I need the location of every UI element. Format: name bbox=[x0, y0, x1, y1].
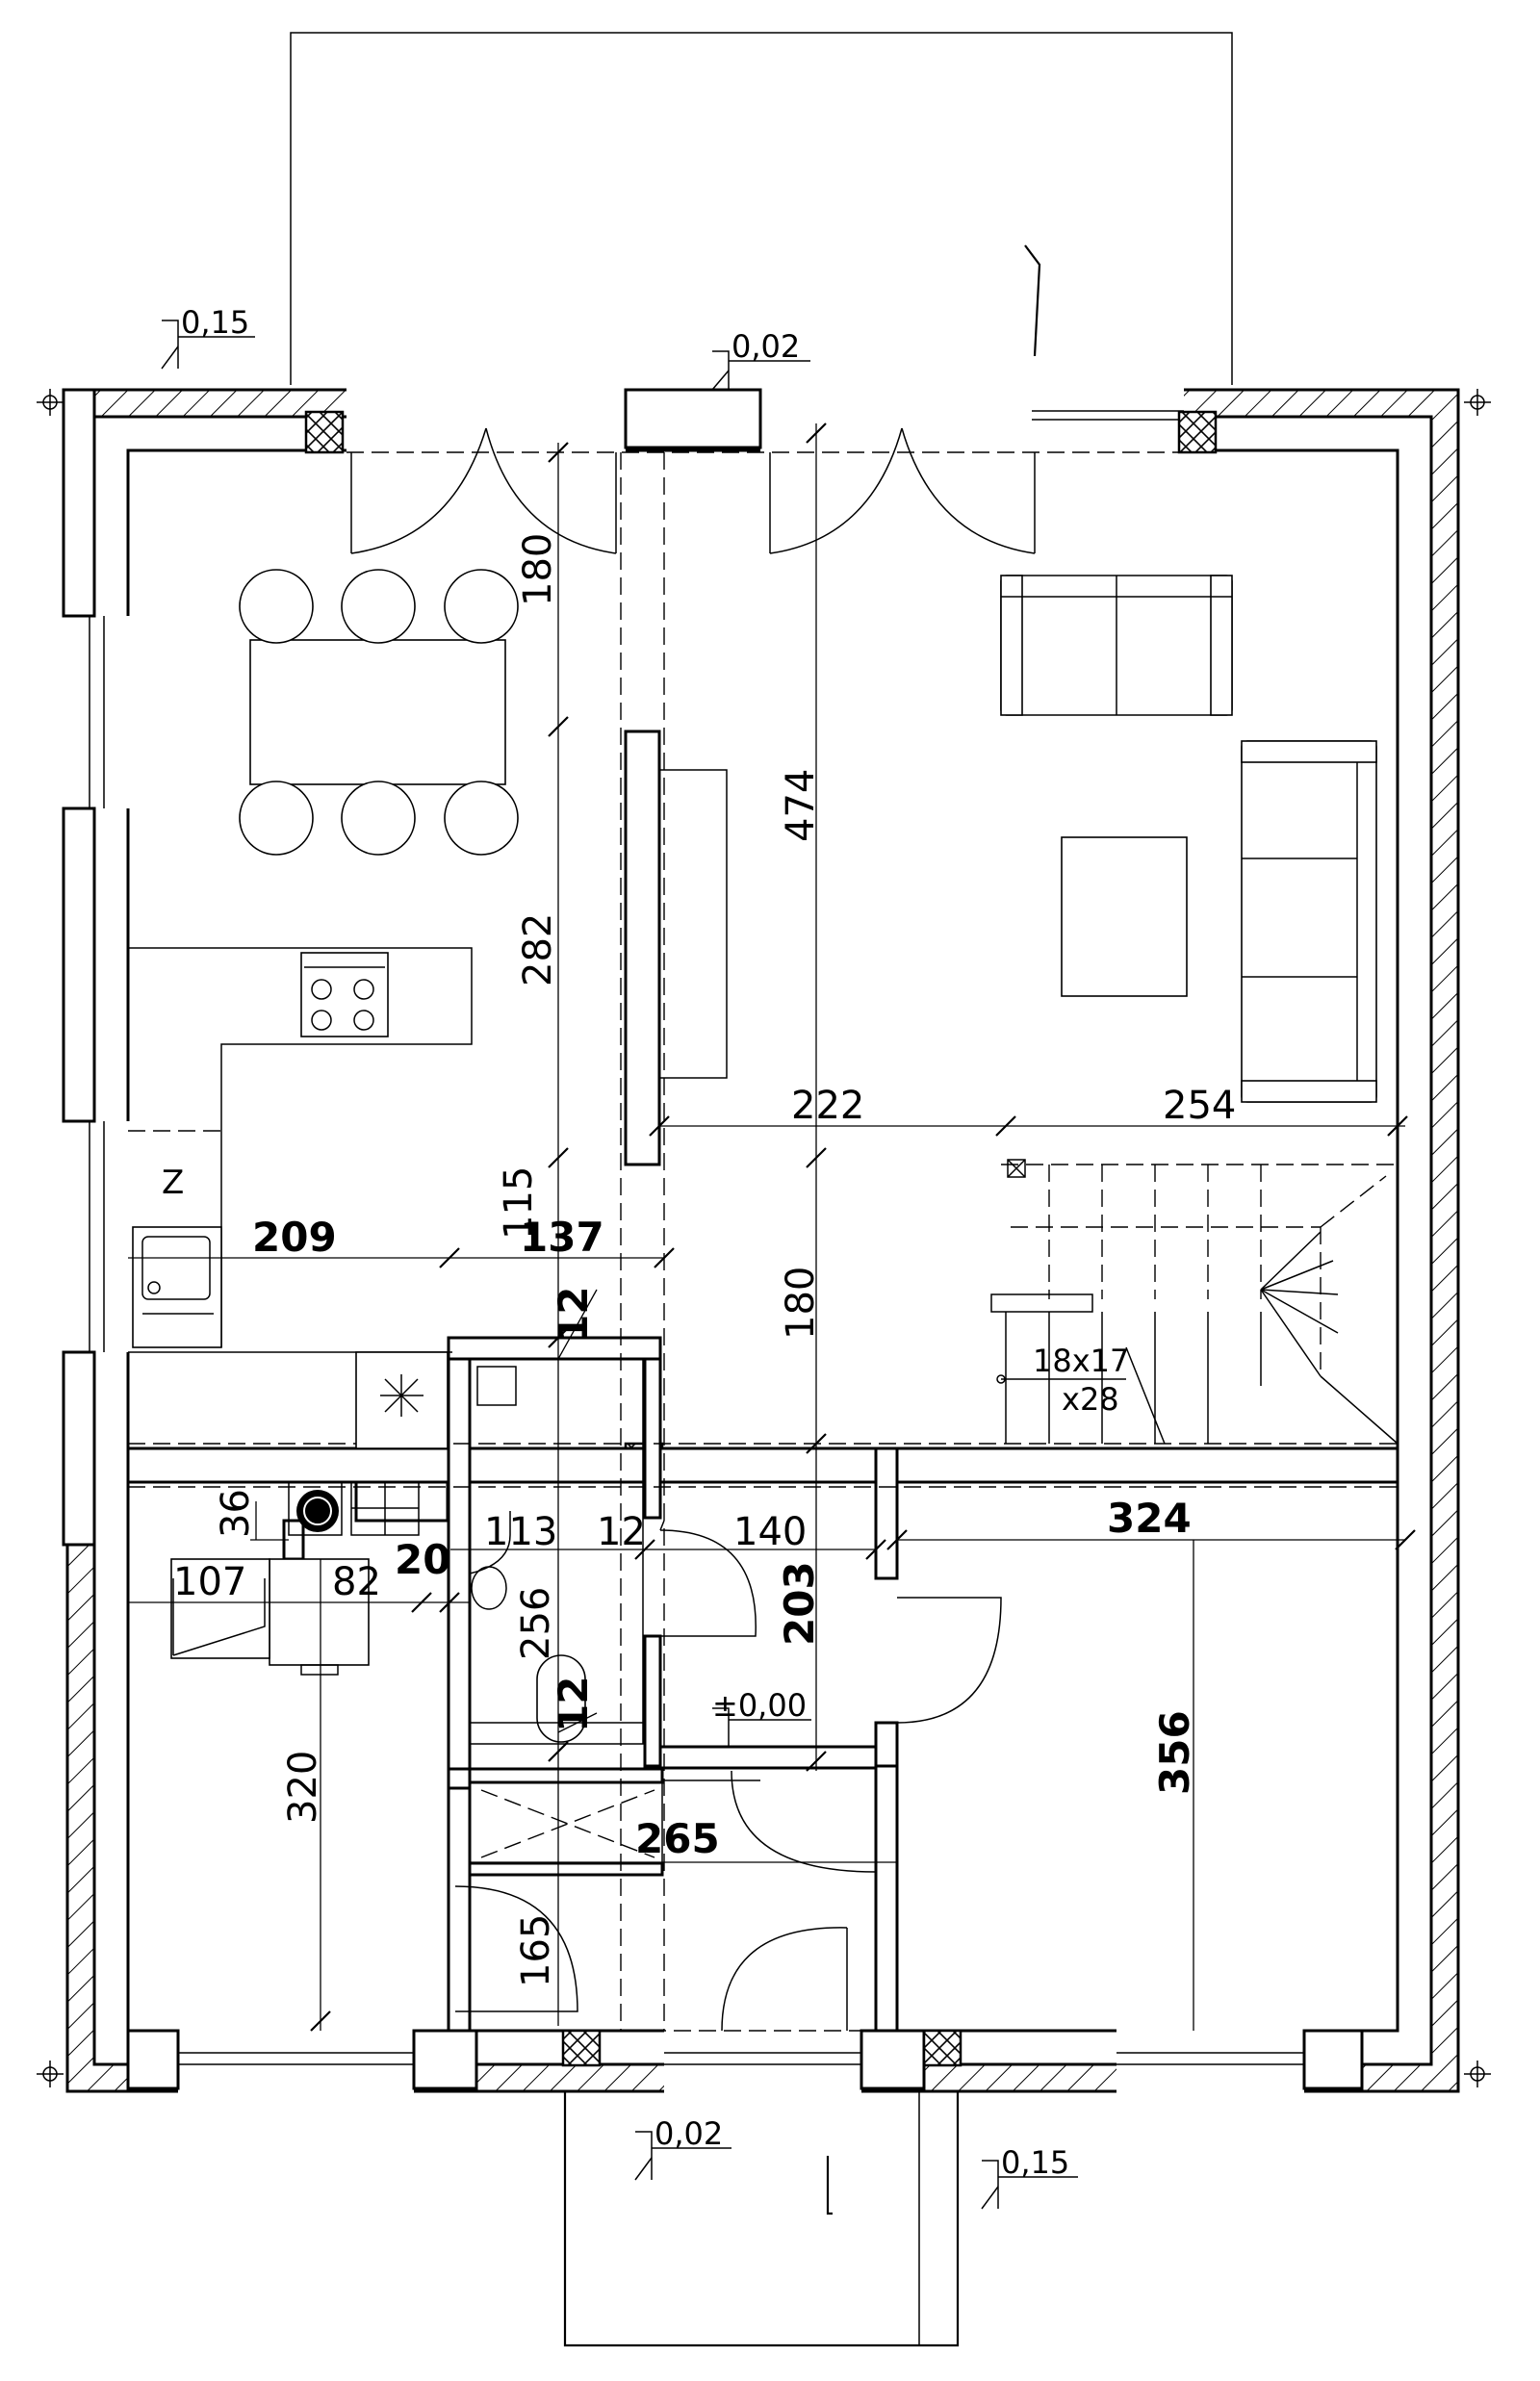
coffee-table bbox=[1061, 836, 1188, 997]
sofa-top bbox=[1000, 575, 1233, 716]
grid-markers bbox=[37, 389, 1491, 2087]
fireplace bbox=[624, 730, 728, 1166]
dim-82: 82 bbox=[332, 1560, 381, 1604]
dim-203: 203 bbox=[776, 1561, 823, 1646]
terrace-doors-top bbox=[350, 427, 1036, 554]
dim-180-mid: 180 bbox=[779, 1267, 823, 1340]
staircase: 18x17 x28 bbox=[990, 1159, 1399, 1445]
terrace-top bbox=[290, 32, 1233, 385]
openings bbox=[62, 387, 1364, 2095]
level-bottom-right: 0,15 bbox=[1001, 2144, 1069, 2181]
dim-265: 265 bbox=[635, 1815, 720, 1862]
dim-222: 222 bbox=[791, 1084, 864, 1128]
level-center: ±0,00 bbox=[712, 1687, 807, 1724]
level-markers: 0,15 0,02 0,02 0,15 ±0,00 bbox=[161, 304, 1078, 2210]
dim-324: 324 bbox=[1107, 1495, 1192, 1542]
beam-lines bbox=[128, 451, 1398, 2032]
dim-137: 137 bbox=[520, 1214, 604, 1261]
wardrobe bbox=[469, 1781, 663, 1864]
dim-356: 356 bbox=[1151, 1710, 1198, 1795]
sofa-right bbox=[1241, 740, 1377, 1103]
dim-12-b: 12 bbox=[597, 1510, 646, 1554]
terrace-bottom bbox=[563, 2091, 960, 2347]
dimension-labels: 180 474 282 115 222 254 209 137 180 12 3… bbox=[173, 533, 1236, 1987]
level-bottom-mid: 0,02 bbox=[654, 2115, 723, 2152]
dim-474: 474 bbox=[779, 769, 823, 842]
dim-180-top: 180 bbox=[516, 533, 560, 606]
dim-115: 115 bbox=[497, 1166, 541, 1240]
stairs-steps-label: 18x17 bbox=[1033, 1343, 1129, 1379]
level-top-mid: 0,02 bbox=[732, 328, 800, 365]
boiler-room bbox=[170, 1481, 420, 1676]
interior-doors bbox=[454, 1520, 1002, 2032]
dim-36: 36 bbox=[214, 1489, 258, 1538]
wc bbox=[469, 1358, 644, 1745]
dim-113: 113 bbox=[484, 1510, 557, 1554]
kitchen-counter: Z bbox=[128, 947, 473, 1449]
dim-256: 256 bbox=[514, 1587, 558, 1660]
stairs-count-label: x28 bbox=[1062, 1381, 1119, 1418]
level-top-left: 0,15 bbox=[181, 304, 249, 341]
dim-282: 282 bbox=[516, 913, 560, 986]
dim-12-a: 12 bbox=[550, 1287, 597, 1343]
dim-320: 320 bbox=[281, 1751, 325, 1824]
dim-209: 209 bbox=[252, 1214, 337, 1261]
dining-table bbox=[239, 569, 519, 856]
interior-walls bbox=[126, 730, 1399, 2033]
dimension-lines bbox=[128, 422, 1416, 2032]
dim-20: 20 bbox=[395, 1536, 450, 1583]
dim-107: 107 bbox=[173, 1560, 246, 1604]
dim-165: 165 bbox=[514, 1914, 558, 1987]
dim-140: 140 bbox=[733, 1510, 807, 1554]
dim-12-c: 12 bbox=[550, 1677, 597, 1732]
fridge-label: Z bbox=[162, 1164, 184, 1202]
dim-254: 254 bbox=[1163, 1084, 1236, 1128]
